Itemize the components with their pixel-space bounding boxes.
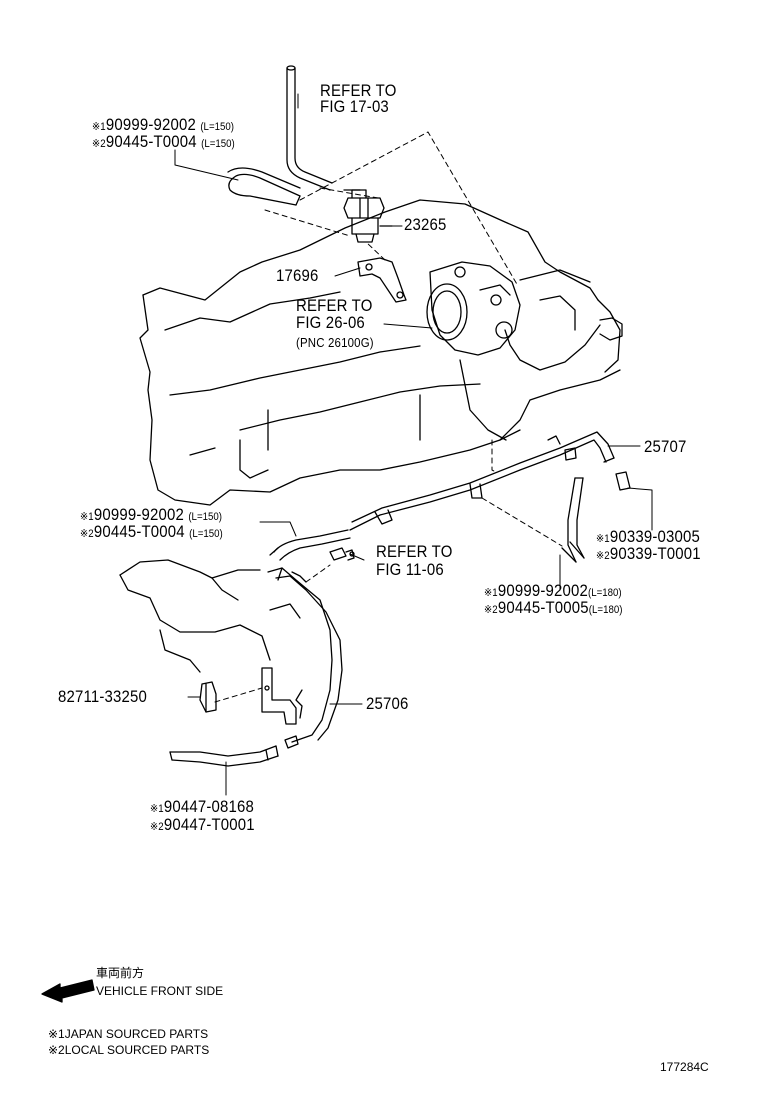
hose-top-mark1: ※1	[92, 121, 106, 133]
hose-mid	[269, 529, 351, 561]
bracket-17696	[357, 257, 407, 303]
figure-code: 177284C	[660, 1060, 709, 1074]
engine-block-outline	[139, 199, 623, 506]
hose-mid-part2: 90445-T0004	[93, 522, 185, 541]
hose-right-mark1: ※1	[484, 587, 498, 599]
hose-right-mark2: ※2	[484, 604, 498, 616]
part-17696-label: 17696	[276, 266, 319, 285]
hose-top	[227, 167, 301, 206]
plug-row2: ※290339-T0001	[596, 545, 701, 565]
leader-lines	[174, 93, 653, 796]
hose-right-part1: 90999-92002	[497, 581, 588, 600]
vsv-23265	[343, 189, 393, 243]
refer-26-06-line1: REFER TO	[296, 296, 373, 315]
pipe-25706	[267, 567, 343, 749]
refer-17-03-line2: FIG 17-03	[320, 97, 389, 116]
hose-top-row2: ※290445-T0004 (L=150)	[92, 133, 235, 153]
plug-row1: ※190339-03005	[596, 528, 700, 548]
hose-bottom-mark2: ※2	[150, 821, 164, 833]
refer-11-06-line1: REFER TO	[376, 542, 453, 561]
plug-part2: 90339-T0001	[609, 544, 701, 563]
refer-26-06-line2: FIG 26-06	[296, 313, 365, 332]
hose-top-part2: 90445-T0004	[105, 132, 197, 151]
hose-mid-mark1: ※1	[80, 511, 94, 523]
hose-bottom-mark1: ※1	[150, 803, 164, 815]
hose-refer-17-03	[286, 65, 333, 191]
hose-bottom-part1: 90447-08168	[163, 797, 254, 816]
hose-top-part1: 90999-92002	[105, 115, 196, 134]
lower-block-outline	[119, 559, 271, 673]
pipe-25707	[349, 431, 615, 531]
clamp-82711	[199, 681, 217, 713]
hose-mid-len1: (L=150)	[188, 511, 222, 523]
legend-row1: ※1JAPAN SOURCED PARTS	[48, 1027, 208, 1041]
hose-bottom-row2: ※290447-T0001	[150, 816, 255, 836]
hose-right	[561, 477, 585, 563]
hose-top-row1: ※190999-92002 (L=150)	[92, 116, 234, 136]
throttle-body	[426, 261, 521, 356]
refer-26-06-pnc: (PNC 26100G)	[296, 335, 374, 350]
hose-right-len2: (L=180)	[588, 604, 623, 616]
part-25706-label: 25706	[366, 694, 409, 713]
front-en-label: VEHICLE FRONT SIDE	[96, 984, 224, 998]
dashed-reference-lines	[214, 131, 563, 703]
part-82711-label: 82711-33250	[58, 687, 148, 706]
legend-text2: LOCAL SOURCED PARTS	[64, 1043, 210, 1057]
hose-mid-len2: (L=150)	[189, 528, 223, 540]
hose-mid-row1: ※190999-92002 (L=150)	[80, 506, 222, 526]
legend-mark2: ※2	[48, 1043, 65, 1057]
hose-mid-row2: ※290445-T0004 (L=150)	[80, 523, 223, 543]
hose-mid-mark2: ※2	[80, 528, 94, 540]
front-arrow-icon	[41, 979, 95, 1003]
hose-top-len1: (L=150)	[200, 121, 234, 133]
hose-bottom-part2: 90447-T0001	[163, 815, 255, 834]
front-jp-label: 車両前方	[96, 966, 145, 980]
hose-bottom-row1: ※190447-08168	[150, 798, 254, 818]
legend-row2: ※2LOCAL SOURCED PARTS	[48, 1043, 209, 1057]
hose-right-row2: ※290445-T0005(L=180)	[484, 599, 622, 619]
hose-top-mark2: ※2	[92, 138, 106, 150]
hose-right-row1: ※190999-92002(L=180)	[484, 582, 622, 602]
plug-part1: 90339-03005	[609, 527, 700, 546]
plug-mark2: ※2	[596, 550, 610, 562]
hose-mid-part1: 90999-92002	[93, 505, 184, 524]
legend-mark1: ※1	[48, 1027, 65, 1041]
plug-90339	[615, 471, 631, 491]
plug-mark1: ※1	[596, 533, 610, 545]
refer-11-06-line2: FIG 11-06	[376, 560, 444, 579]
legend-text1: JAPAN SOURCED PARTS	[64, 1027, 209, 1041]
hose-right-len1: (L=180)	[587, 587, 622, 599]
hose-top-len2: (L=150)	[201, 138, 235, 150]
refer-17-03-line1: REFER TO	[320, 81, 397, 100]
hose-right-part2: 90445-T0005	[497, 598, 589, 617]
hose-bottom	[169, 745, 279, 767]
part-23265-label: 23265	[404, 215, 447, 234]
part-25707-label: 25707	[644, 437, 687, 456]
bracket-25706	[261, 667, 297, 725]
